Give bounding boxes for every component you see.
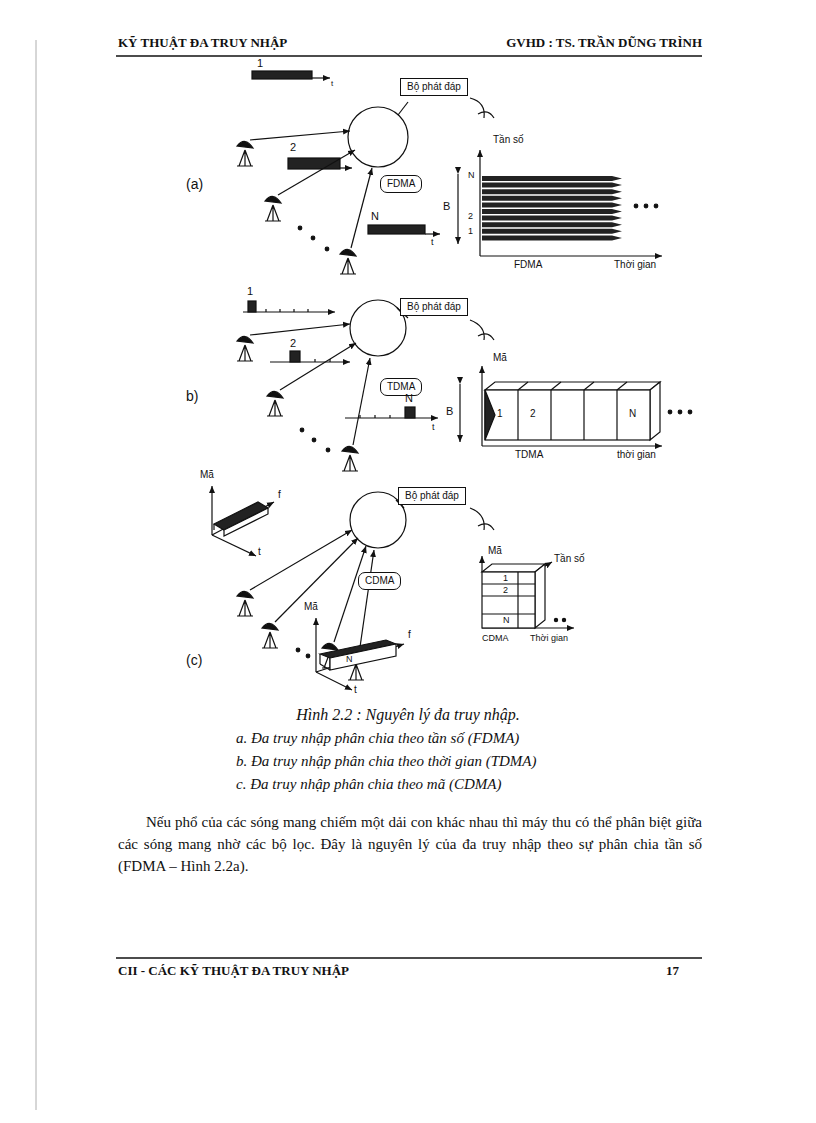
diagram-label: 1 — [257, 57, 263, 70]
frequency-band — [482, 176, 622, 181]
diagram-label: 1 — [247, 285, 253, 298]
method-box: CDMA — [358, 572, 401, 590]
node-text: TDMA — [387, 381, 415, 392]
frequency-band — [482, 202, 622, 207]
page-header: 17 — [666, 964, 679, 979]
node-text: Bộ phát đáp — [405, 490, 459, 501]
frequency-band — [482, 235, 622, 240]
diagram-label: t — [431, 237, 434, 247]
node-text: CDMA — [365, 575, 394, 586]
diagram-label: thời gian — [617, 449, 656, 461]
transponder-box: Bộ phát đáp — [398, 487, 466, 505]
node-text: Bộ phát đáp — [407, 81, 461, 92]
diagram-label: B — [446, 405, 453, 418]
diagram-label: N — [371, 210, 379, 223]
page-header: KỸ THUẬT ĐA TRUY NHẬP — [118, 36, 287, 51]
frequency-band — [482, 216, 622, 221]
node-text: Bộ phát đáp — [407, 301, 461, 312]
diagram-label: N — [503, 615, 510, 625]
frequency-band — [482, 229, 622, 234]
diagram-label: 1 — [468, 226, 473, 236]
caption-line: a. Đa truy nhập phân chia theo tần số (F… — [236, 730, 519, 747]
diagram-label: 2 — [530, 408, 536, 420]
body-paragraph: Nếu phổ của các sóng mang chiếm một dải … — [118, 812, 702, 877]
page-header: GVHD : TS. TRẦN DŨNG TRÌNH — [506, 36, 702, 51]
diagram-label: 1 — [503, 573, 508, 583]
diagram-label: B — [443, 200, 450, 213]
diagram-label: N — [629, 408, 636, 420]
diagram-label: (c) — [186, 652, 202, 668]
diagram-label: f — [278, 489, 281, 501]
diagram-label: Tần số — [493, 134, 524, 146]
frequency-band — [482, 209, 622, 214]
diagram-label: 2 — [290, 141, 296, 154]
tdma-illustration — [237, 300, 692, 471]
transponder-box: Bộ phát đáp — [400, 298, 468, 316]
diagram-label: 2 — [290, 337, 296, 350]
diagram-label: Tần số — [554, 553, 585, 565]
diagram-label: TDMA — [515, 449, 543, 461]
diagram-label: Mã — [493, 352, 507, 364]
diagram-label: Thời gian — [614, 259, 656, 271]
diagram-label: Thời gian — [530, 633, 568, 643]
diagram-label: 1 — [497, 408, 503, 420]
diagram-label: Mã — [200, 469, 214, 481]
figure-caption: Hình 2.2 : Nguyên lý đa truy nhập. — [296, 706, 520, 724]
diagram-label: CDMA — [482, 633, 509, 643]
diagram-label: (a) — [186, 176, 203, 192]
method-box: FDMA — [380, 175, 422, 193]
diagram-label: 2 — [503, 585, 508, 595]
diagram-label: t — [331, 79, 333, 88]
diagram-label: t — [354, 684, 357, 696]
frequency-band — [482, 189, 622, 194]
diagram-label: Mã — [304, 601, 318, 613]
frequency-band — [482, 196, 622, 201]
page-header: CII - CÁC KỸ THUẬT ĐA TRUY NHẬP — [118, 964, 349, 979]
diagram-label: 2 — [468, 211, 473, 221]
node-text: FDMA — [387, 178, 415, 189]
diagram-label: t — [432, 422, 435, 432]
diagram-label: t — [258, 546, 261, 558]
diagram-label: N — [346, 654, 353, 664]
diagram-label: f — [408, 629, 411, 641]
diagram-label: FDMA — [514, 259, 542, 271]
cdma-illustration — [212, 486, 574, 690]
frequency-band — [482, 183, 622, 188]
diagram-label: N — [468, 170, 475, 180]
frequency-band — [482, 222, 622, 227]
diagram-label: b) — [186, 388, 198, 404]
caption-line: b. Đa truy nhập phân chia theo thời gian… — [236, 753, 536, 770]
fdma-illustration — [237, 71, 662, 274]
caption-line: c. Đa truy nhập phân chia theo mã (CDMA) — [236, 776, 501, 793]
diagram-label: N — [405, 392, 413, 405]
transponder-box: Bộ phát đáp — [400, 78, 468, 96]
diagram-label: Mã — [488, 545, 502, 557]
method-box: TDMA — [380, 378, 422, 396]
